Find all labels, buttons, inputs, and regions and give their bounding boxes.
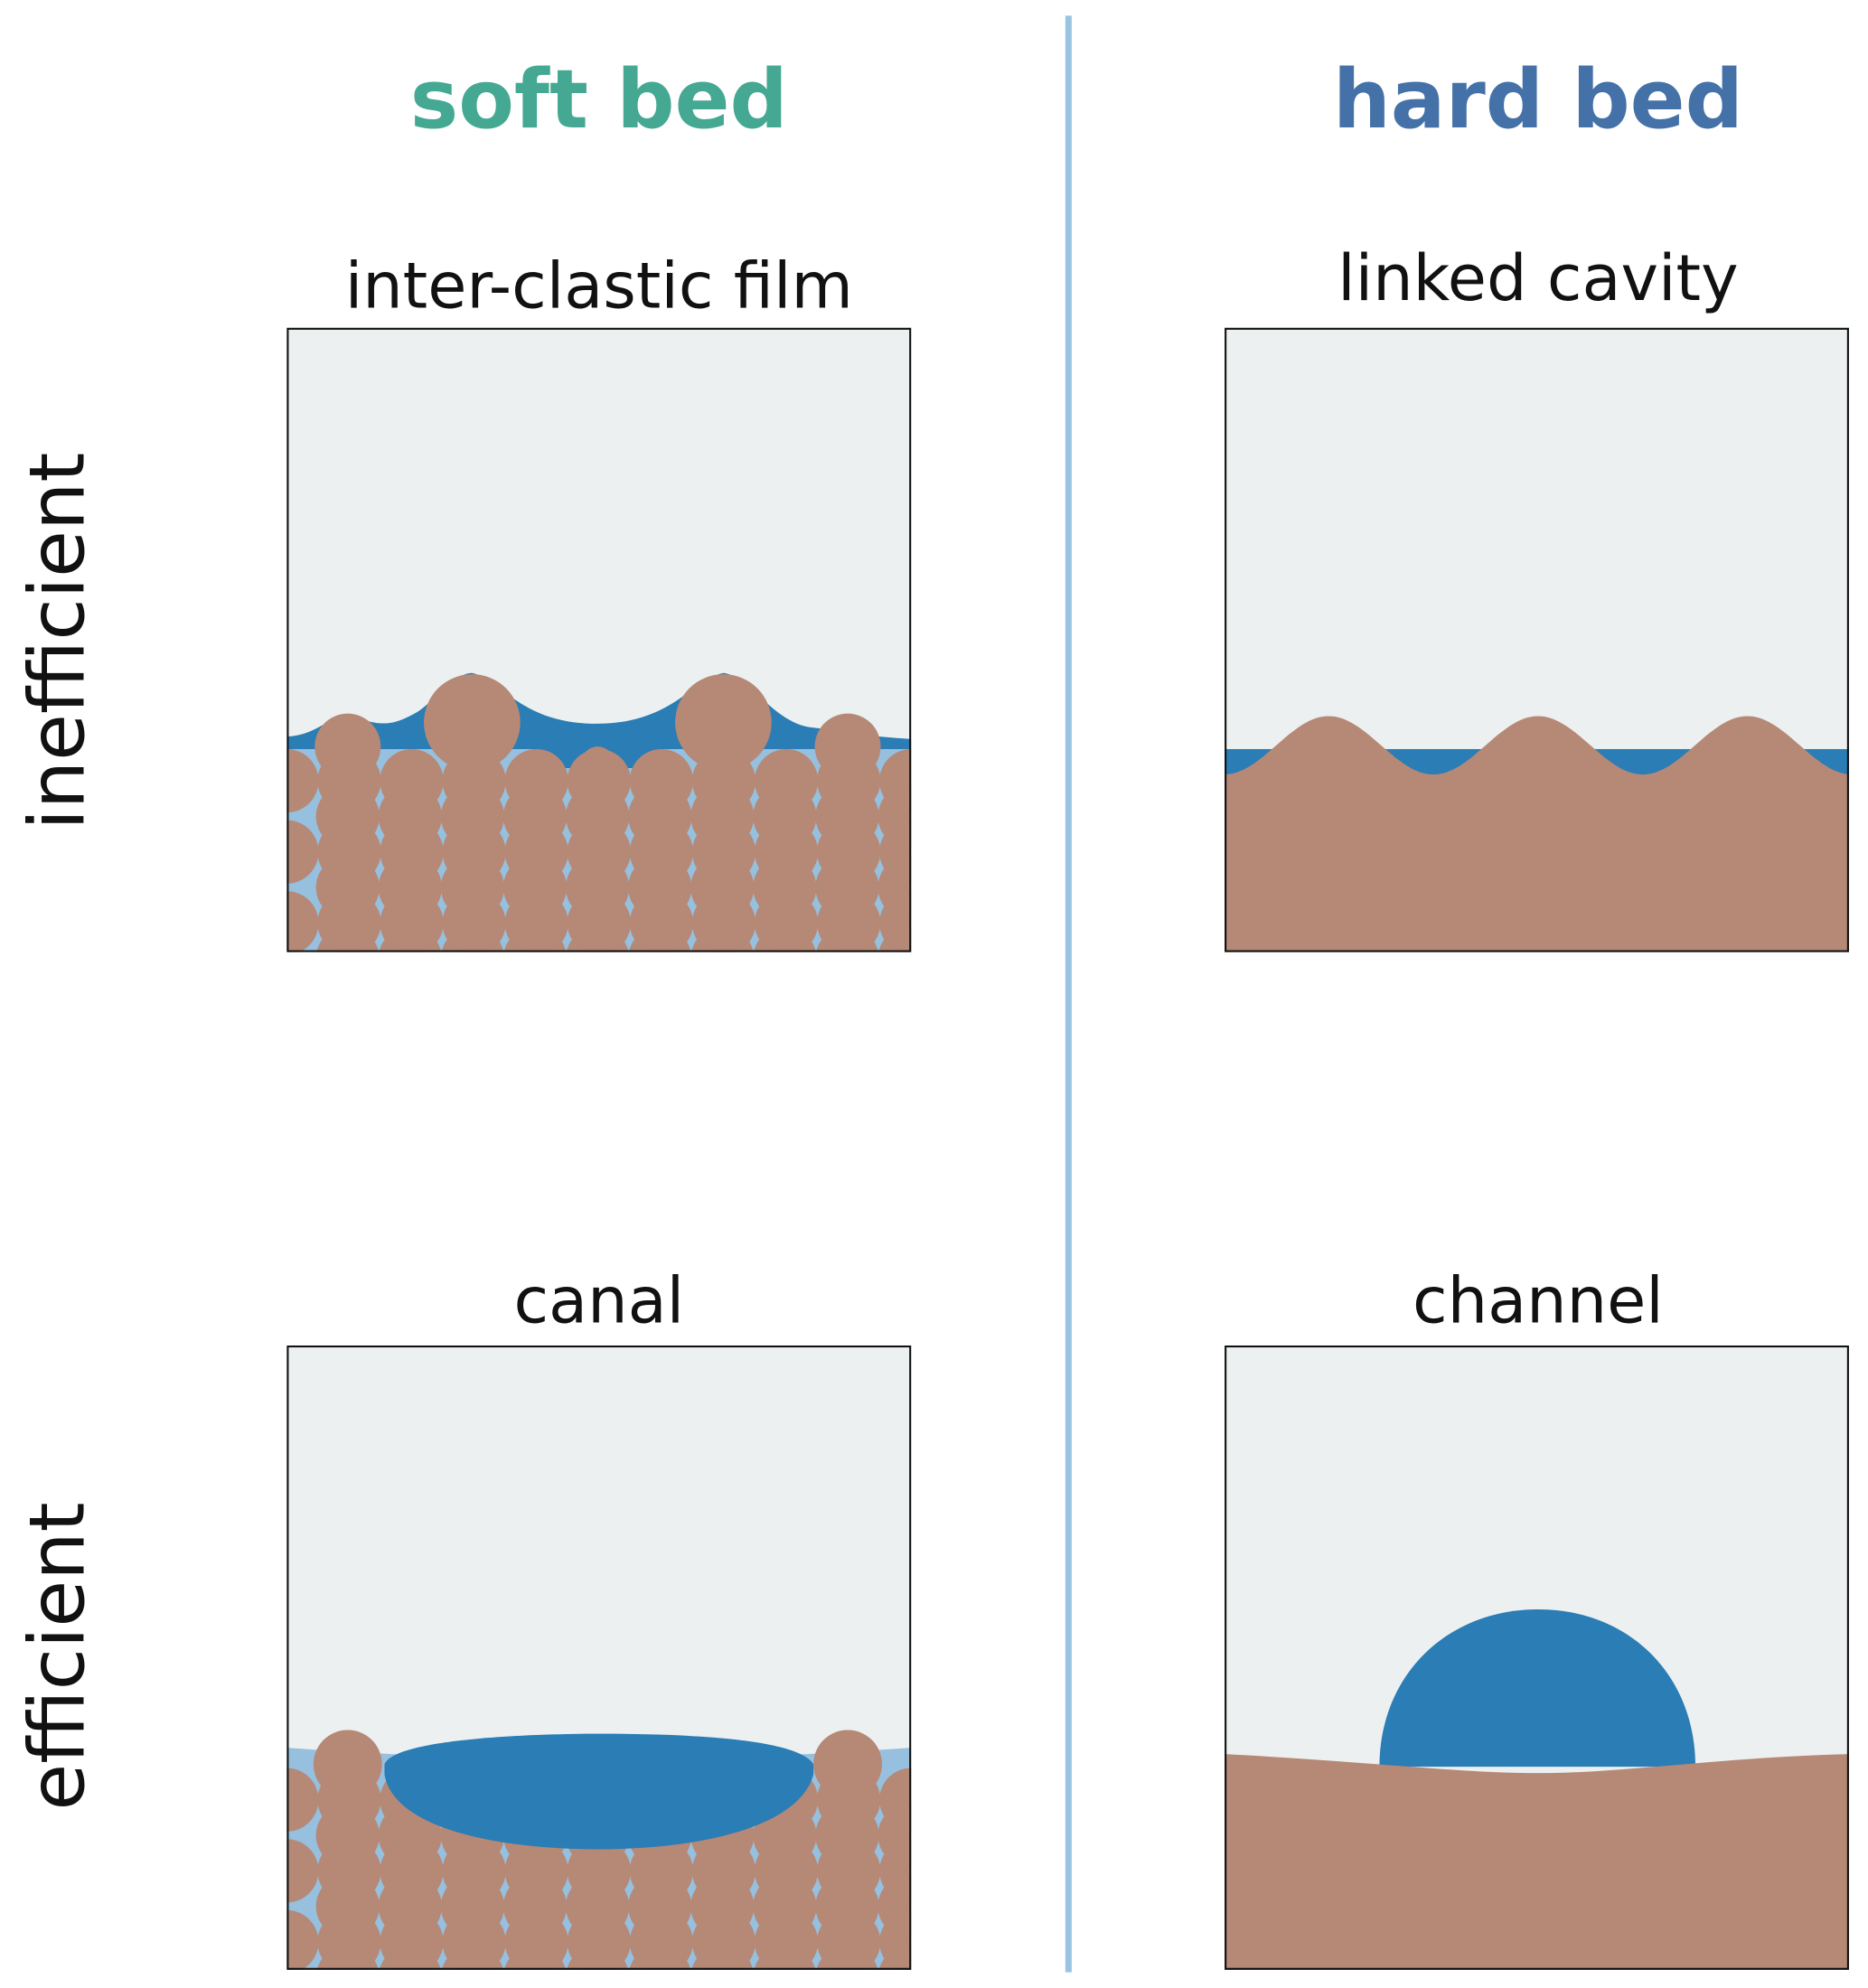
panel-linked-cavity (1225, 327, 1849, 952)
sediment-grain (816, 1946, 878, 1970)
sediment-grain (316, 926, 380, 952)
column-title-hard-bed: hard bed (1333, 53, 1743, 147)
sediment-grain (424, 674, 521, 771)
sediment-grain (629, 1946, 691, 1970)
canal-water (384, 1733, 814, 1850)
sediment-grain (379, 926, 442, 952)
sediment-grain (441, 1946, 503, 1970)
sediment-grain (441, 926, 504, 952)
panel-inter-clastic-film (286, 327, 912, 952)
sediment-grain (813, 1730, 882, 1799)
sediment-grain (878, 926, 912, 952)
sediment-grain (567, 1946, 629, 1970)
sediment-grain (566, 926, 629, 952)
sediment-grain (753, 926, 816, 952)
sediment-grain (286, 1909, 319, 1970)
panel-title-inter-clastic-film: inter-clastic film (345, 248, 853, 323)
channel-water (1379, 1609, 1696, 1768)
panel-title-channel: channel (1413, 1264, 1664, 1338)
sediment-grain (379, 1946, 441, 1970)
sediment-grain (503, 1946, 567, 1970)
sediment-grain (814, 713, 881, 780)
sediment-grain (314, 713, 381, 780)
panel-canal (286, 1345, 912, 1970)
sediment-grain (286, 820, 319, 884)
sediment-grain (286, 891, 319, 952)
hard-bed (1225, 716, 1849, 952)
sediment-grain (316, 1946, 379, 1970)
row-label-inefficient: inefficient (14, 453, 102, 830)
sediment-grain (754, 1946, 816, 1970)
column-title-soft-bed: soft bed (410, 53, 788, 147)
sediment-grain (286, 748, 319, 813)
sediment-grain (816, 926, 878, 952)
sediment-grain (628, 926, 691, 952)
panel-channel (1225, 1345, 1849, 1970)
sediment-grain (878, 1946, 912, 1970)
sediment-grain (503, 926, 567, 952)
sediment-grain (675, 674, 772, 771)
sediment-grain (286, 1768, 319, 1832)
sediment-grain (691, 1946, 754, 1970)
hard-bed (1225, 1754, 1849, 1970)
sediment-grain (581, 746, 615, 780)
panel-title-canal: canal (513, 1264, 684, 1338)
panel-title-linked-cavity: linked cavity (1338, 241, 1738, 315)
sediment-grain (286, 1839, 319, 1903)
row-label-efficient: efficient (14, 1502, 102, 1810)
sediment-grain (690, 926, 754, 952)
sediment-grain (313, 1730, 382, 1799)
